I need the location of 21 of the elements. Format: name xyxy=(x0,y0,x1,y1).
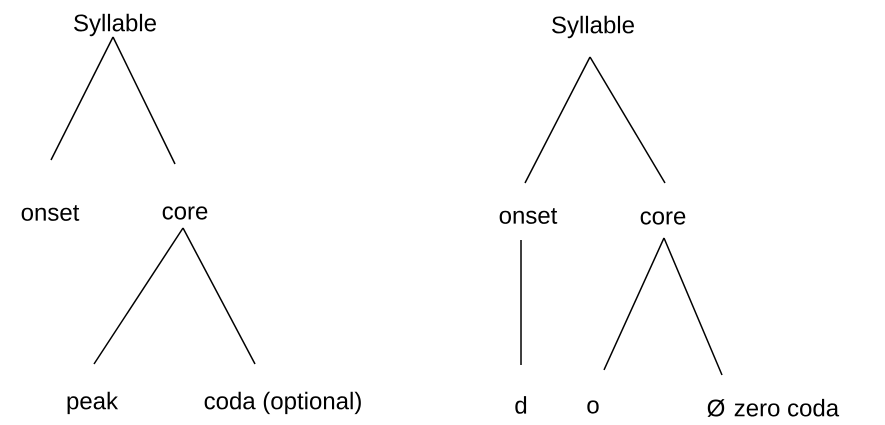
tree-label: onset xyxy=(500,208,558,224)
tree-branch xyxy=(520,240,522,365)
tree-branch xyxy=(93,228,184,364)
tree-label: core xyxy=(162,206,208,220)
tree-label: d xyxy=(515,396,526,414)
tree-branch xyxy=(589,56,666,184)
node-caption: zero coda xyxy=(734,398,840,416)
tree-label: coda (optional) xyxy=(204,392,361,414)
tree-label: onset xyxy=(22,205,80,221)
tree-branch xyxy=(524,56,591,184)
tree-branch xyxy=(603,238,665,370)
tree-label: o xyxy=(587,400,599,414)
tree-branch xyxy=(112,36,176,164)
tree-branch xyxy=(50,36,114,160)
tree-label: core xyxy=(640,211,686,225)
tree-label: Syllable xyxy=(74,14,156,36)
tree-label: peak xyxy=(68,392,118,414)
tree-label: Syllable xyxy=(552,16,634,38)
tree-branch xyxy=(663,238,723,376)
tree-branch xyxy=(182,228,256,364)
tree-label: Ø xyxy=(708,399,725,417)
